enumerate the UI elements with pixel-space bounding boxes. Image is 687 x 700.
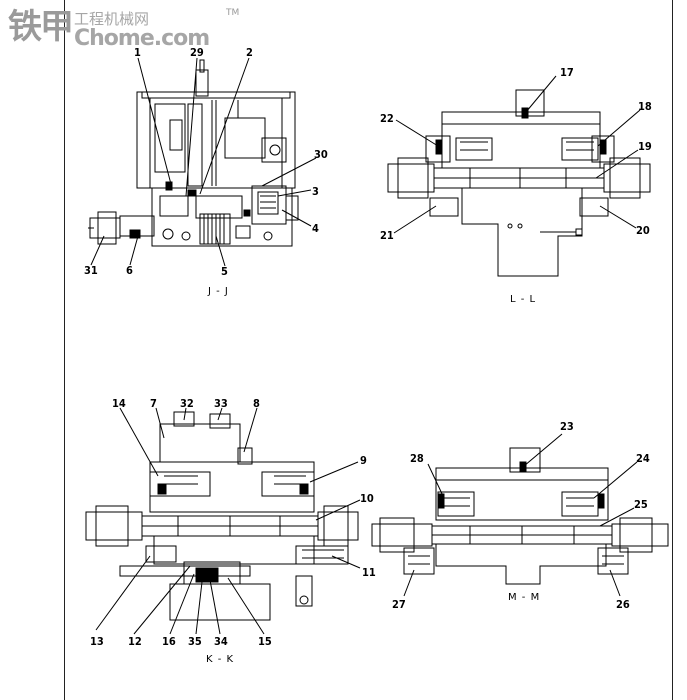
callout-25: 25 <box>634 498 648 511</box>
caption-kk: K - K <box>206 654 234 665</box>
callout-27: 27 <box>392 598 406 611</box>
callout-33: 33 <box>214 397 228 410</box>
callout-10: 10 <box>360 492 374 505</box>
section-view-jj: 1 29 2 30 3 4 5 6 31 J - J <box>84 46 328 297</box>
watermark-site-name: 工程机械网 <box>74 10 150 28</box>
callout-5: 5 <box>221 265 228 278</box>
section-view-mm: 23 28 24 25 26 27 M - M <box>371 420 669 611</box>
callout-16: 16 <box>162 635 176 648</box>
callout-17: 17 <box>560 66 574 79</box>
callout-12: 12 <box>128 635 142 648</box>
callout-3: 3 <box>312 185 319 198</box>
callout-7: 7 <box>150 397 157 410</box>
callout-29: 29 <box>190 46 204 59</box>
callout-32: 32 <box>180 397 194 410</box>
callout-8: 8 <box>253 397 260 410</box>
callout-13: 13 <box>90 635 104 648</box>
callout-34: 34 <box>214 635 228 648</box>
callout-2: 2 <box>246 46 253 59</box>
callout-18: 18 <box>638 100 652 113</box>
callout-14: 14 <box>112 397 126 410</box>
section-view-ll: 17 22 18 19 20 21 L - L <box>380 66 652 305</box>
callout-11: 11 <box>362 566 376 579</box>
callout-26: 26 <box>616 598 630 611</box>
caption-ll: L - L <box>510 294 536 305</box>
callout-6: 6 <box>126 264 133 277</box>
callout-23: 23 <box>560 420 574 433</box>
callout-30: 30 <box>314 148 328 161</box>
caption-jj: J - J <box>207 286 229 297</box>
watermark-tm: TM <box>226 8 240 18</box>
callout-28: 28 <box>410 452 424 465</box>
page-border-right <box>672 0 673 700</box>
callout-4: 4 <box>312 222 319 235</box>
callout-9: 9 <box>360 454 367 467</box>
caption-mm: M - M <box>508 592 540 603</box>
watermark-logo: 铁甲 <box>8 7 74 47</box>
site-watermark: 铁甲 工程机械网 Chome.com TM <box>8 4 239 51</box>
callout-21: 21 <box>380 229 394 242</box>
callout-35: 35 <box>188 635 202 648</box>
watermark-domain: Chome.com <box>74 26 210 51</box>
callout-15: 15 <box>258 635 272 648</box>
callout-24: 24 <box>636 452 650 465</box>
callout-1: 1 <box>134 46 141 59</box>
callout-19: 19 <box>638 140 652 153</box>
section-view-kk: 14 7 32 33 8 9 10 11 15 34 35 16 12 13 K… <box>85 397 376 665</box>
callout-22: 22 <box>380 112 394 125</box>
callout-31: 31 <box>84 264 98 277</box>
page-border-left <box>64 0 65 700</box>
callout-20: 20 <box>636 224 650 237</box>
